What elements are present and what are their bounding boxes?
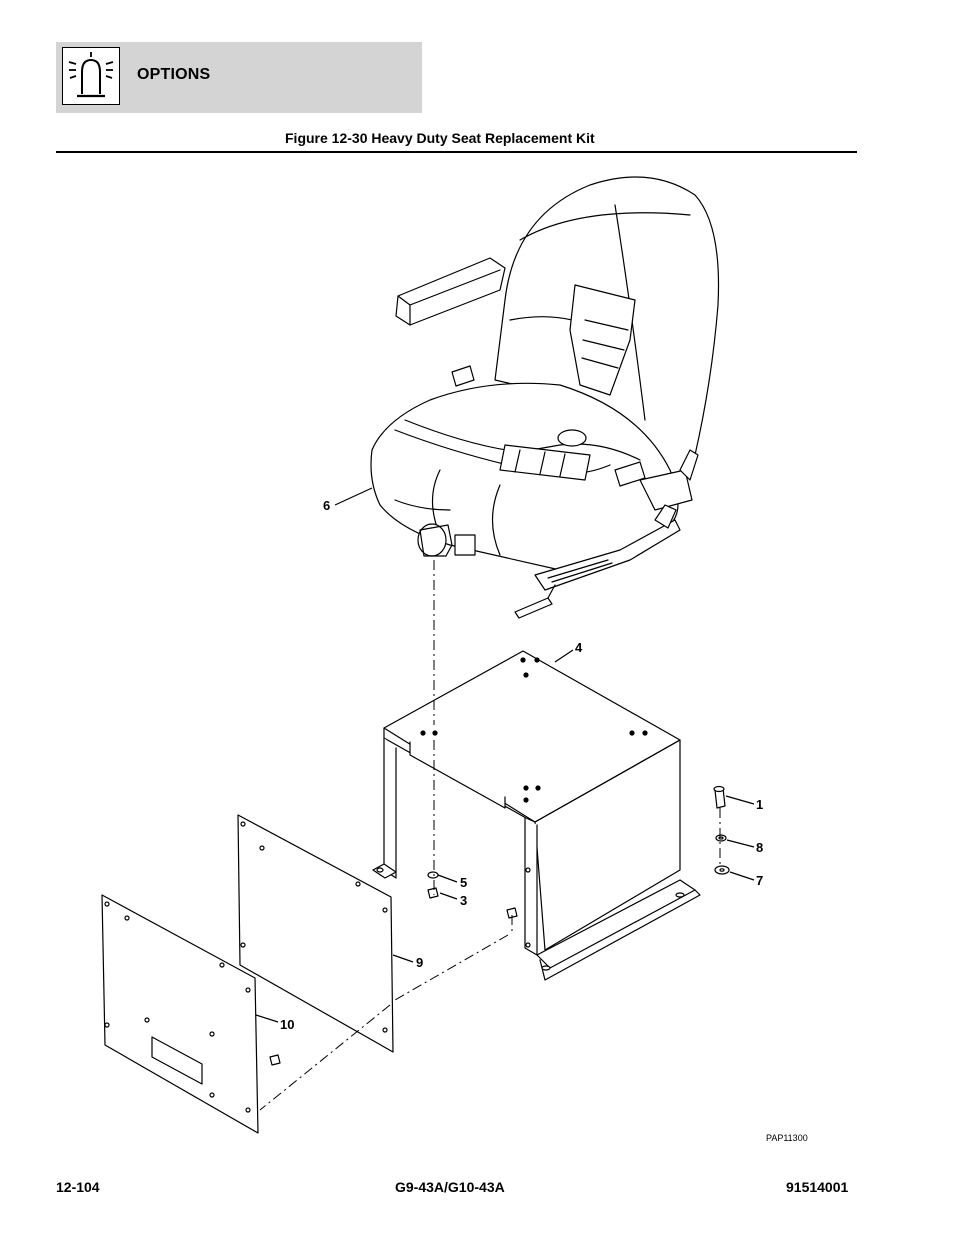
callout-7: 7 [756, 873, 764, 888]
panel-10 [101, 894, 259, 1134]
section-icon-box [62, 47, 120, 105]
callout-8: 8 [756, 840, 764, 855]
manual-number: 91514001 [786, 1179, 849, 1195]
callout-4: 4 [575, 640, 583, 655]
header-rule [56, 151, 857, 153]
seat-box [372, 650, 701, 981]
page-number: 12-104 [56, 1179, 100, 1195]
callout-1: 1 [756, 797, 764, 812]
model-number: G9-43A/G10-43A [395, 1179, 505, 1195]
callout-10: 10 [280, 1017, 295, 1032]
callout-5: 5 [460, 875, 468, 890]
callout-9: 9 [416, 955, 424, 970]
section-title: OPTIONS [137, 66, 211, 83]
panel-9 [237, 814, 394, 1053]
callout-3: 3 [460, 893, 468, 908]
beacon-light-icon [68, 52, 114, 98]
seat-assembly [370, 176, 720, 619]
figure-title: Figure 12-30 Heavy Duty Seat Replacement… [285, 130, 595, 146]
callout-6: 6 [323, 498, 331, 513]
drawing-id: PAP11300 [766, 1133, 808, 1143]
